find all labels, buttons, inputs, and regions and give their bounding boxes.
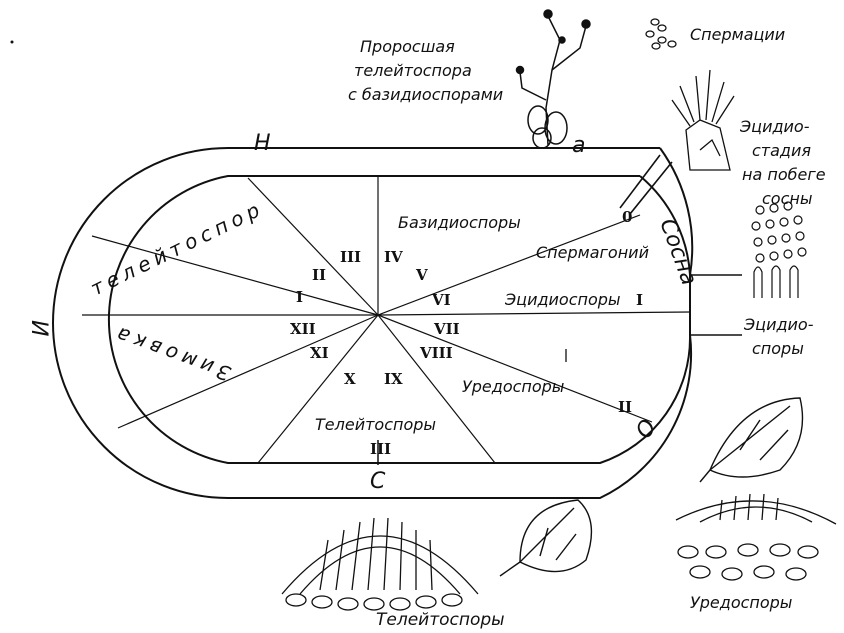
- roman-iv: IV: [384, 248, 403, 266]
- aspen-leaf-illustration-bottom: [500, 500, 591, 576]
- roman-ii-right: II: [618, 398, 632, 416]
- roman-iii-top: III: [340, 248, 361, 266]
- ring-letter-i: И: [26, 320, 51, 336]
- uredinia-section-illustration: [676, 494, 836, 580]
- speck: [11, 41, 14, 44]
- roman-xi: XI: [310, 344, 329, 362]
- spermatia-label: Спермации: [690, 25, 785, 44]
- aecidio-spores-2: споры: [752, 339, 804, 358]
- sprouted-teliospore-label: Проросшая телейтоспора с базидиоспорами: [348, 37, 503, 104]
- aecidio-spores-1: Эцидио-: [743, 315, 814, 334]
- sprouted-teliospore-illustration: [517, 10, 591, 148]
- aecidio-stage-label: Эцидио- стадия на побеге сосны: [739, 117, 826, 208]
- spermagonium-label: Спермагоний: [536, 243, 649, 262]
- aecidiospores-label: Эцидиоспоры: [504, 290, 621, 309]
- sprouted-line-2: телейтоспора: [354, 61, 472, 80]
- zero-mark: 0: [622, 208, 632, 226]
- teleitospor-label: телейтоспор: [87, 196, 268, 301]
- aspen-leaf-illustration-right: [700, 398, 803, 482]
- ring-letter-n: Н: [254, 131, 271, 156]
- zimovka-label: Зимовка: [109, 321, 234, 386]
- teleutospores-inner-label: Телейтоспоры: [315, 415, 436, 434]
- teleutospores-outside-label: Телейтоспоры: [376, 610, 505, 630]
- roman-i-right: I: [636, 291, 643, 309]
- sprouted-line-3: с базидиоспорами: [348, 85, 503, 104]
- roman-v: V: [415, 266, 428, 284]
- gap-edges: [690, 275, 742, 335]
- aecidio-stage-2: стадия: [752, 141, 811, 160]
- roman-i-left: I: [296, 288, 303, 306]
- aecidiospores-illustration: [752, 202, 806, 298]
- aecidio-stage-1: Эцидио-: [739, 117, 810, 136]
- ring-letter-s: С: [370, 469, 386, 494]
- roman-ii-left: II: [312, 266, 326, 284]
- basidiospores-label: Базидиоспоры: [398, 213, 521, 232]
- uredospores-outside-label: Уредоспоры: [690, 593, 792, 612]
- aecidiospores-outside-label: Эцидио- споры: [743, 315, 814, 358]
- telia-section-illustration: [282, 518, 478, 610]
- spermatia-illustration: [646, 19, 676, 49]
- uredospores-inner-label: Уредоспоры: [462, 377, 564, 396]
- pine-sector-dividers: [620, 155, 672, 214]
- roman-viii: VIII: [419, 344, 453, 362]
- ring-letter-a: а: [572, 133, 585, 158]
- roman-ix: IX: [384, 370, 403, 388]
- roman-vi: VI: [431, 291, 451, 309]
- aecidio-stage-4: сосны: [762, 189, 812, 208]
- sprouted-line-1: Проросшая: [360, 37, 455, 56]
- roman-x: X: [344, 370, 356, 388]
- pine-sector-label: Сосна: [654, 216, 701, 289]
- roman-xii: XII: [290, 320, 316, 338]
- ring-letter-o: О: [632, 415, 662, 443]
- aecidio-stage-3: на побеге: [742, 165, 826, 184]
- roman-iii-bottom: III: [370, 440, 391, 458]
- pine-shoot-illustration: [672, 70, 734, 170]
- roman-vii: VII: [433, 320, 460, 338]
